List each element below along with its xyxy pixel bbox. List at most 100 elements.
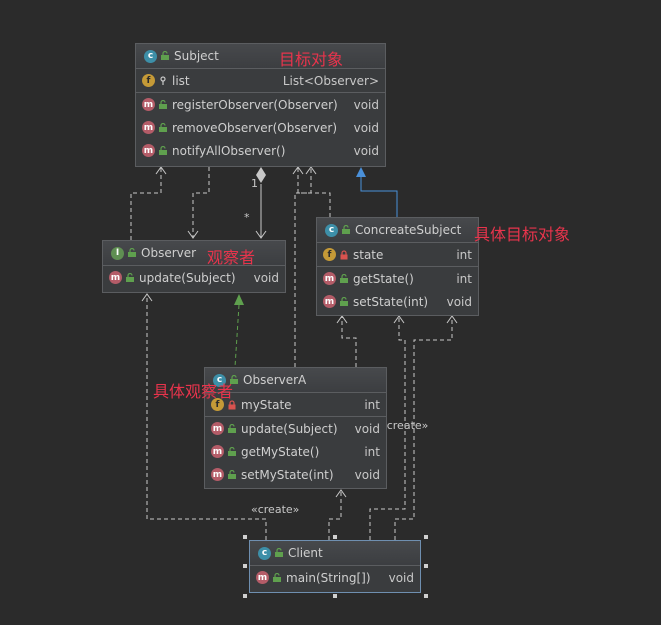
dep-observera-concrete (341, 316, 357, 367)
method-row[interactable]: m update(Subject) void (103, 266, 285, 289)
field-row[interactable]: f state int (317, 243, 478, 266)
dep-observera-subject (294, 168, 312, 367)
public-icon (342, 225, 350, 234)
class-name: Subject (174, 49, 219, 63)
class-header: c Client (250, 541, 420, 566)
dep-subject-observer (192, 167, 210, 238)
create-label-left: «create» (251, 503, 300, 516)
method-row[interactable]: m notifyAllObserver() void (136, 139, 385, 162)
field-row[interactable]: f list List<Observer> (136, 69, 385, 92)
method-type: void (253, 270, 279, 285)
public-icon (340, 296, 348, 306)
method-row[interactable]: m main(String[]) void (250, 566, 420, 589)
method-type: void (353, 143, 379, 158)
multiplicity-one: 1 (251, 177, 258, 190)
method-row[interactable]: m registerObserver(Observer) void (136, 92, 385, 116)
abstract-method-icon: m (109, 271, 122, 284)
method-type: void (353, 97, 379, 112)
public-icon (159, 99, 167, 109)
class-observer-a[interactable]: c ObserverA f myState int m update(Subje… (204, 367, 387, 489)
public-icon (228, 423, 236, 433)
field-name: myState (241, 397, 292, 412)
selection-handle[interactable] (333, 594, 337, 598)
method-row[interactable]: m getState() int (317, 266, 478, 290)
private-lock-icon (340, 249, 348, 259)
field-type: int (456, 247, 472, 262)
public-icon (161, 51, 169, 60)
dep-client-observer (146, 294, 267, 540)
class-client[interactable]: c Client m main(String[]) void (249, 540, 421, 593)
class-header: I Observer (103, 241, 285, 266)
class-name: ObserverA (243, 373, 307, 387)
interface-icon: I (111, 246, 124, 260)
class-header: c ObserverA (205, 368, 386, 393)
note-subject: 目标对象 (279, 50, 344, 69)
method-name: setState(int) (353, 294, 429, 309)
method-name: registerObserver(Observer) (172, 97, 338, 112)
public-icon (228, 469, 236, 479)
realization-observera-observer (234, 294, 244, 368)
method-icon: m (142, 121, 155, 134)
field-type: int (364, 397, 380, 412)
note-observer: 观察者 (207, 248, 256, 267)
dep-concrete-subject (297, 168, 331, 217)
method-icon: m (323, 295, 336, 308)
class-name: Observer (141, 246, 197, 260)
public-icon (228, 446, 236, 456)
method-type: void (388, 570, 414, 585)
method-icon: m (142, 98, 155, 111)
selection-handle[interactable] (243, 594, 247, 598)
interface-observer[interactable]: I Observer m update(Subject) void (102, 240, 286, 293)
method-row[interactable]: m setState(int) void (317, 290, 478, 313)
public-icon (126, 272, 134, 282)
method-icon: m (142, 144, 155, 157)
method-row[interactable]: m getMyState() int (205, 440, 386, 463)
public-icon (273, 572, 281, 582)
public-icon (128, 248, 136, 257)
key-icon (160, 75, 166, 85)
method-icon: m (211, 445, 224, 458)
selection-handle[interactable] (243, 564, 247, 568)
field-type: List<Observer> (282, 73, 379, 88)
method-icon: m (211, 468, 224, 481)
class-header: c Subject (136, 44, 385, 69)
field-row[interactable]: f myState int (205, 393, 386, 416)
public-icon (275, 548, 283, 557)
class-icon: c (258, 546, 271, 560)
method-type: void (353, 120, 379, 135)
selection-handle[interactable] (333, 535, 337, 539)
class-header: c ConcreateSubject (317, 218, 478, 243)
class-icon: c (213, 373, 226, 387)
class-icon: c (325, 223, 338, 237)
create-label-right: «create» (380, 419, 429, 432)
method-row[interactable]: m setMyState(int) void (205, 463, 386, 486)
selection-handle[interactable] (243, 535, 247, 539)
method-row[interactable]: m update(Subject) void (205, 416, 386, 440)
dep-client-concrete-create (369, 316, 406, 540)
field-icon: f (211, 398, 224, 411)
method-type: void (446, 294, 472, 309)
class-icon: c (144, 49, 157, 63)
public-icon (159, 122, 167, 132)
method-name: setMyState(int) (241, 467, 334, 482)
class-name: Client (288, 546, 323, 560)
field-icon: f (142, 74, 155, 87)
method-type: void (354, 421, 380, 436)
selection-handle[interactable] (424, 564, 428, 568)
public-icon (340, 273, 348, 283)
method-name: update(Subject) (241, 421, 338, 436)
dep-client-observera (328, 490, 342, 540)
static-method-icon: m (256, 571, 269, 584)
selection-handle[interactable] (424, 594, 428, 598)
selection-handle[interactable] (424, 535, 428, 539)
method-name: notifyAllObserver() (172, 143, 286, 158)
multiplicity-many: * (244, 211, 250, 224)
field-name: list (172, 73, 190, 88)
private-lock-icon (228, 399, 236, 409)
class-subject[interactable]: c Subject f list List<Observer> m regist… (135, 43, 386, 167)
method-type: int (364, 444, 380, 459)
method-row[interactable]: m removeObserver(Observer) void (136, 116, 385, 139)
class-concreate-subject[interactable]: c ConcreateSubject f state int m getStat… (316, 217, 479, 316)
method-name: removeObserver(Observer) (172, 120, 338, 135)
